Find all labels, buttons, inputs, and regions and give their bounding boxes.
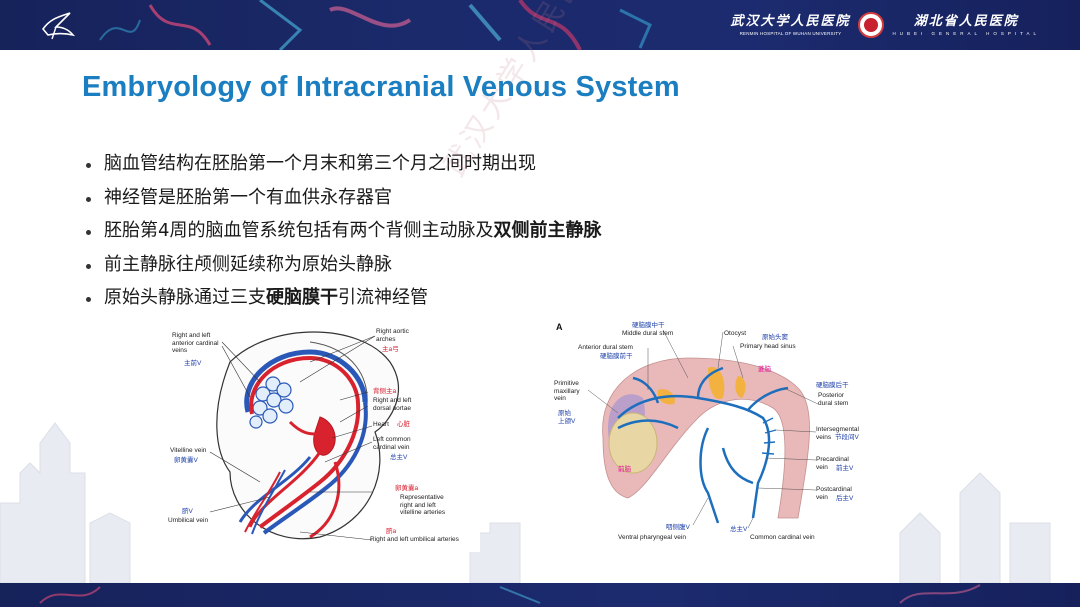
hubei-hospital-en: HUBEI GENERAL HOSPITAL: [892, 30, 1040, 36]
dorsal-aorta-cn-label: 背侧主a: [373, 388, 397, 395]
cranial-venous-diagram: A 硬脑膜中干 Middle dural stem Otocyst 原始头窦 P…: [548, 318, 870, 550]
intersegmental-label: Intersegmental veins: [816, 426, 859, 441]
common-cardinal-cn-label: 总主V: [730, 526, 748, 533]
posterior-dural-label: Posterior dural stem: [818, 392, 849, 407]
primitive-maxillary-label: Primitive maxillary vein: [554, 380, 580, 402]
embryo-vascular-diagram: Right and left anterior cardinal veins 主…: [160, 322, 480, 552]
postcardinal-label: Postcardinal vein: [816, 486, 852, 501]
bullet-text: 引流神经管: [338, 287, 428, 308]
banner-decoration: [99, 0, 652, 50]
precardinal-cn-label: 前主V: [836, 465, 854, 472]
aortic-arches-label: Right aortic arches: [376, 328, 409, 343]
anterior-dural-label: Anterior dural stem: [578, 344, 633, 351]
common-cardinal-cn-label: 总主V: [390, 454, 408, 461]
primitive-maxillary-cn-label: 原始 上颌V: [558, 410, 576, 425]
ventral-pharyngeal-label: Ventral pharyngeal vein: [618, 534, 686, 541]
bullet-item: 前主静脉往颅侧延续称为原始头静脉: [84, 250, 601, 284]
bottom-banner: [0, 583, 1080, 607]
top-banner: 武汉大学人民医院 RENMIN HOSPITAL OF WUHAN UNIVER…: [0, 0, 1080, 50]
bullet-text: 前主静脉往颅侧延续称为原始头静脉: [104, 253, 392, 275]
bullet-item: 胚胎第4周的脑血管系统包括有两个背侧主动脉及双侧前主静脉: [84, 216, 601, 250]
middle-dural-label: Middle dural stem: [622, 330, 674, 337]
embryo-illustration: [209, 331, 400, 541]
forebrain-cn-label: 前脑: [618, 466, 631, 473]
intersegmental-cn-label: 节段间V: [835, 434, 859, 441]
bullet-item: 神经管是胚胎第一个有血供永存器官: [84, 183, 601, 217]
renmin-hospital-cn: 武汉大学人民医院: [730, 13, 851, 29]
umbilical-vein-cn-label: 脐V: [182, 508, 193, 515]
bullet-text: 原始头静脉通过三支: [104, 287, 266, 308]
city-skyline-decoration: [0, 422, 1051, 583]
heart-cn-label: 心脏: [397, 421, 410, 428]
anterior-cardinal-cn-label: 主前V: [184, 360, 202, 367]
umbilical-artery-cn-label: 脐a: [386, 528, 397, 535]
bullet-item: 原始头静脉通过三支硬脑膜干引流神经管: [84, 283, 601, 317]
vitelline-vein-label: Vitelline vein: [170, 447, 207, 454]
hospital-logos: 武汉大学人民医院 RENMIN HOSPITAL OF WUHAN UNIVER…: [730, 8, 1040, 42]
bullet-bold-text: 硬脑膜干: [266, 287, 338, 308]
umbilical-artery-label: Right and left umbilical arteries: [370, 536, 459, 543]
bullet-text: 胚胎第4周的脑血管系统包括有两个背侧主动脉及: [104, 220, 494, 241]
slide-title: Embryology of Intracranial Venous System: [82, 71, 680, 103]
common-cardinal-label: Left common cardinal vein: [373, 436, 411, 451]
postcardinal-cn-label: 后主V: [836, 495, 854, 502]
bullet-list: 脑血管结构在胚胎第一个月末和第三个月之间时期出现 神经管是胚胎第一个有血供永存器…: [84, 149, 601, 317]
bullet-bold-text: 双侧前主静脉: [493, 220, 602, 241]
hubei-hospital-cn: 湖北省人民医院: [913, 13, 1019, 29]
precardinal-label: Precardinal vein: [816, 456, 849, 471]
hospital-seal-icon: [858, 12, 885, 38]
vitelline-artery-label: Representative right and left vitelline …: [400, 494, 446, 516]
otocyst-label: Otocyst: [724, 330, 747, 337]
posterior-dural-cn-label: 硬脑膜后干: [816, 382, 849, 389]
heart-label: Heart: [373, 421, 389, 428]
bullet-item: 脑血管结构在胚胎第一个月末和第三个月之间时期出现: [84, 149, 601, 183]
panel-label: A: [556, 322, 563, 332]
aortic-arches-cn-label: 主a弓: [382, 346, 399, 353]
anterior-dural-cn-label: 硬脑膜前干: [600, 353, 633, 360]
bullet-text: 脑血管结构在胚胎第一个月末和第三个月之间时期出现: [104, 153, 536, 174]
renmin-hospital-en: RENMIN HOSPITAL OF WUHAN UNIVERSITY: [739, 30, 842, 36]
primary-head-sinus-label: Primary head sinus: [740, 343, 796, 350]
hindbrain-cn-label: 菱脑: [758, 366, 771, 373]
bottom-banner-decoration: [39, 584, 981, 604]
primary-head-sinus-cn-label: 原始头窦: [762, 334, 788, 341]
dorsal-aorta-label: Right and left dorsal aortae: [373, 397, 412, 412]
hubei-hospital-logo: 湖北省人民医院 HUBEI GENERAL HOSPITAL: [892, 14, 1040, 37]
bullet-text: 神经管是胚胎第一个有血供永存器官: [104, 186, 392, 208]
cranial-venous-illustration: [587, 329, 819, 529]
middle-dural-cn-label: 硬脑膜中干: [632, 322, 665, 329]
anterior-cardinal-label: Right and left anterior cardinal veins: [172, 332, 219, 354]
vitelline-vein-cn-label: 卵黄囊V: [174, 457, 198, 464]
crane-logo-icon: [41, 12, 76, 40]
umbilical-vein-label: Umbilical vein: [168, 517, 209, 524]
renmin-hospital-logo: 武汉大学人民医院 RENMIN HOSPITAL OF WUHAN UNIVER…: [730, 14, 850, 37]
vitelline-artery-cn-label: 卵黄囊a: [395, 485, 419, 492]
ventral-pharyngeal-cn-label: 咽侧腹V: [666, 524, 690, 531]
common-cardinal-label: Common cardinal vein: [750, 534, 815, 541]
